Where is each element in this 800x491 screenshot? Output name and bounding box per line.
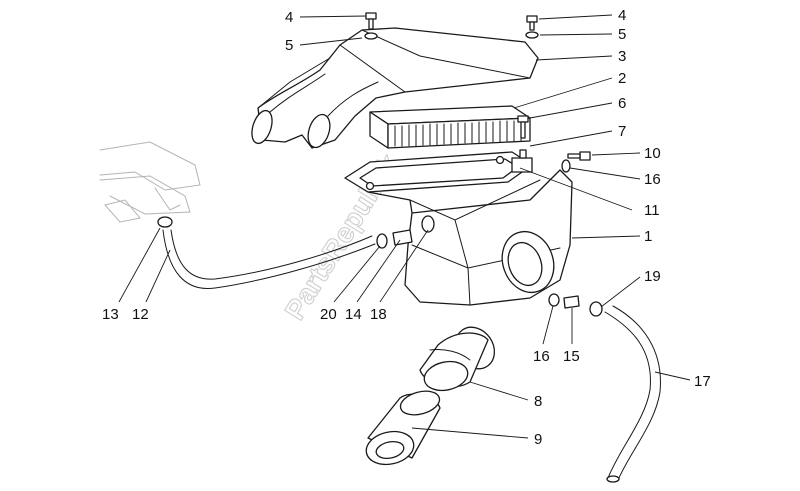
callout-5-left: 5 bbox=[285, 37, 293, 54]
callout-8: 8 bbox=[534, 393, 542, 410]
screw-10 bbox=[561, 151, 591, 173]
callout-18: 18 bbox=[370, 306, 387, 323]
callout-17: 17 bbox=[694, 373, 711, 390]
intake-boot-part bbox=[419, 326, 496, 392]
screw-top-right bbox=[525, 15, 539, 39]
airbox-housing-part bbox=[367, 149, 573, 306]
callout-2: 2 bbox=[618, 70, 626, 87]
callout-16-top: 16 bbox=[644, 171, 661, 188]
callout-4-right: 4 bbox=[618, 7, 626, 24]
callout-labels: 4 5 4 5 3 2 6 7 10 16 11 1 19 17 13 12 2… bbox=[102, 7, 711, 448]
callout-16-bottom: 16 bbox=[533, 348, 550, 365]
frame-outline bbox=[99, 141, 201, 223]
callout-20: 20 bbox=[320, 306, 337, 323]
callout-13: 13 bbox=[102, 306, 119, 323]
air-filter-part bbox=[369, 105, 531, 149]
callout-7: 7 bbox=[618, 123, 626, 140]
callout-11: 11 bbox=[644, 202, 660, 219]
callout-5-right: 5 bbox=[618, 26, 626, 43]
hose-right bbox=[604, 305, 661, 483]
callout-15: 15 bbox=[563, 348, 580, 365]
intake-tube-part bbox=[365, 390, 441, 466]
callout-12: 12 bbox=[132, 306, 149, 323]
hose-left bbox=[157, 216, 376, 289]
callout-9: 9 bbox=[534, 431, 542, 448]
lower-fittings bbox=[548, 293, 603, 317]
drain-fittings bbox=[376, 215, 435, 249]
callout-10: 10 bbox=[644, 145, 661, 162]
callout-3: 3 bbox=[618, 48, 626, 65]
callout-6: 6 bbox=[618, 95, 626, 112]
callout-19: 19 bbox=[644, 268, 661, 285]
screw-top-left bbox=[364, 12, 378, 40]
leader-lines bbox=[118, 14, 691, 439]
callout-14: 14 bbox=[345, 306, 362, 323]
intake-cover-part bbox=[251, 27, 539, 149]
callout-1: 1 bbox=[644, 228, 652, 245]
callout-4-left: 4 bbox=[285, 9, 293, 26]
screw-6 bbox=[517, 115, 529, 139]
